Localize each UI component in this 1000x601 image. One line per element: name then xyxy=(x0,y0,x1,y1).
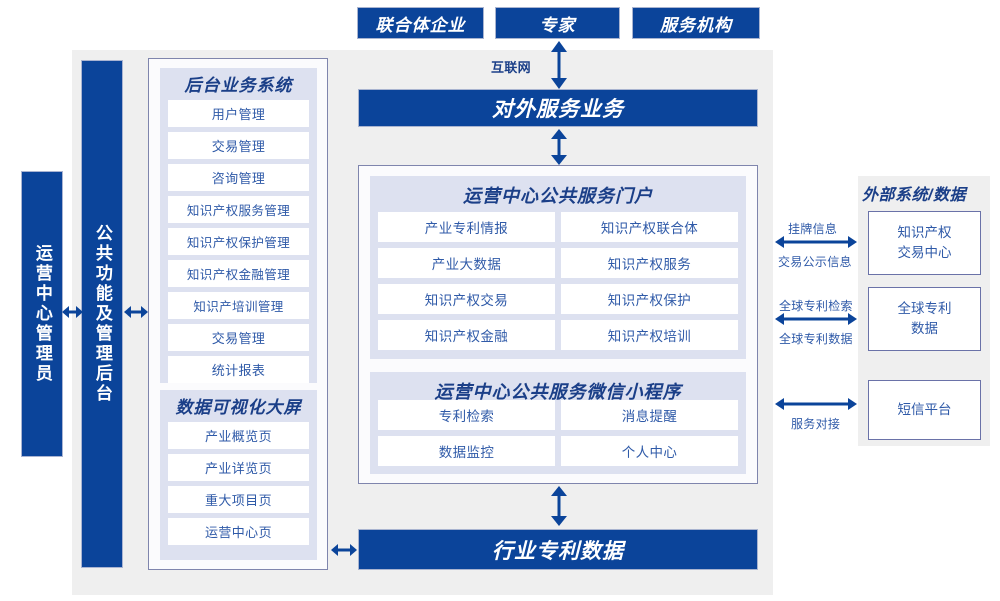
miniprogram-item-3[interactable]: 个人中心 xyxy=(561,436,738,466)
internet-arrow xyxy=(551,41,567,89)
external-connector-label-1-below: 全球专利数据 xyxy=(779,332,853,346)
portal-item-5[interactable]: 知识产权保护 xyxy=(561,284,738,314)
actor-label: 专家 xyxy=(539,15,576,35)
actor-label: 服务机构 xyxy=(660,15,732,35)
industry-patent-data-bar[interactable]: 行业专利数据 xyxy=(358,529,758,570)
backend-item-label: 统计报表 xyxy=(211,363,266,378)
portal-item-label: 知识产权服务 xyxy=(607,257,692,272)
portal-item-label: 产业专利情报 xyxy=(424,221,509,236)
internet-label: 互联网 xyxy=(491,60,531,75)
backend-item-6[interactable]: 知识产培训管理 xyxy=(168,292,309,319)
dataviz-item-label: 产业详览页 xyxy=(204,461,272,476)
external-box-line2: 数据 xyxy=(911,321,938,336)
actor-box-service-org[interactable]: 服务机构 xyxy=(632,7,760,39)
common-to-backend-arrow xyxy=(124,306,148,318)
backend-item-label: 用户管理 xyxy=(211,107,266,122)
backend-item-label: 交易管理 xyxy=(211,139,266,154)
operations-manager-bar[interactable]: 运营中心管理员 xyxy=(21,171,63,457)
backend-item-4[interactable]: 知识产权保护管理 xyxy=(168,228,309,255)
external-service-bar[interactable]: 对外服务业务 xyxy=(358,89,758,127)
external-box-line2: 交易中心 xyxy=(897,245,952,260)
backend-item-3[interactable]: 知识产权服务管理 xyxy=(168,196,309,223)
dataviz-item-label: 产业概览页 xyxy=(204,429,272,444)
external-box-line1: 全球专利 xyxy=(897,301,952,317)
actor-box-consortium[interactable]: 联合体企业 xyxy=(357,7,484,39)
manager-to-common-arrow xyxy=(62,306,83,318)
backend-item-1[interactable]: 交易管理 xyxy=(168,132,309,159)
service-to-portal-arrow xyxy=(551,129,567,165)
portal-item-label: 知识产权保护 xyxy=(607,293,692,308)
actor-box-expert[interactable]: 专家 xyxy=(495,7,620,39)
miniprogram-item-label: 专利检索 xyxy=(438,409,495,424)
backend-item-label: 知识产权服务管理 xyxy=(186,204,291,218)
portal-item-label: 知识产权金融 xyxy=(424,329,509,344)
external-connector-label-1-above: 全球专利检索 xyxy=(779,299,853,313)
dataviz-item-1[interactable]: 产业详览页 xyxy=(168,454,309,481)
operations-manager-label: 运营中心管理员 xyxy=(32,244,52,384)
external-connector-arrow-0 xyxy=(775,236,857,248)
backend-item-7[interactable]: 交易管理 xyxy=(168,324,309,351)
backend-item-label: 知识产权金融管理 xyxy=(186,268,291,282)
external-connector-label-0-above: 挂牌信息 xyxy=(788,222,838,236)
external-box-line1: 短信平台 xyxy=(897,402,952,418)
portal-item-label: 知识产权培训 xyxy=(607,329,692,344)
portal-item-4[interactable]: 知识产权交易 xyxy=(378,284,555,314)
portal-item-label: 产业大数据 xyxy=(431,257,502,272)
actor-label: 联合体企业 xyxy=(375,15,466,35)
external-service-label: 对外服务业务 xyxy=(492,98,624,121)
backend-item-label: 知识产培训管理 xyxy=(193,300,284,314)
external-systems-title: 外部系统/数据 xyxy=(862,187,966,204)
miniprogram-item-label: 数据监控 xyxy=(438,445,495,460)
external-connector-label-2-below: 服务对接 xyxy=(791,417,841,431)
external-box-ip-trading-center[interactable]: 知识产权 交易中心 xyxy=(868,211,981,275)
portal-to-industry-data-arrow xyxy=(551,486,567,526)
portal-item-label: 知识产权交易 xyxy=(424,293,509,308)
public-portal-title: 运营中心公共服务门户 xyxy=(463,186,653,206)
dataviz-item-3[interactable]: 运营中心页 xyxy=(168,518,309,545)
external-connector-arrow-2 xyxy=(775,398,857,410)
backend-to-industry-data-arrow xyxy=(331,544,357,556)
backend-item-8[interactable]: 统计报表 xyxy=(168,356,309,383)
dataviz-item-2[interactable]: 重大项目页 xyxy=(168,486,309,513)
miniprogram-item-2[interactable]: 数据监控 xyxy=(378,436,555,466)
backend-item-2[interactable]: 咨询管理 xyxy=(168,164,309,191)
backend-item-label: 交易管理 xyxy=(211,331,266,346)
external-connector-label-0-below: 交易公示信息 xyxy=(778,255,852,269)
dataviz-item-label: 运营中心页 xyxy=(204,525,272,540)
external-box-line1: 知识产权 xyxy=(897,225,952,241)
backend-system-title: 后台业务系统 xyxy=(184,76,293,95)
common-function-admin-bar[interactable]: 公共功能及管理后台 xyxy=(81,60,123,568)
external-box-global-patent-data[interactable]: 全球专利 数据 xyxy=(868,287,981,351)
portal-item-1[interactable]: 知识产权联合体 xyxy=(561,212,738,242)
external-connector-arrow-1 xyxy=(775,313,857,325)
portal-item-7[interactable]: 知识产权培训 xyxy=(561,320,738,350)
miniprogram-item-label: 个人中心 xyxy=(621,445,678,460)
backend-item-label: 知识产权保护管理 xyxy=(186,236,291,250)
portal-item-3[interactable]: 知识产权服务 xyxy=(561,248,738,278)
backend-item-0[interactable]: 用户管理 xyxy=(168,100,309,127)
miniprogram-item-1[interactable]: 消息提醒 xyxy=(561,400,738,430)
dataviz-item-0[interactable]: 产业概览页 xyxy=(168,422,309,449)
dataviz-item-label: 重大项目页 xyxy=(204,493,272,508)
portal-item-2[interactable]: 产业大数据 xyxy=(378,248,555,278)
portal-item-0[interactable]: 产业专利情报 xyxy=(378,212,555,242)
common-function-admin-label: 公共功能及管理后台 xyxy=(92,224,112,404)
data-visualization-title: 数据可视化大屏 xyxy=(175,398,302,417)
backend-item-5[interactable]: 知识产权金融管理 xyxy=(168,260,309,287)
miniprogram-item-label: 消息提醒 xyxy=(621,409,678,424)
external-box-sms-platform[interactable]: 短信平台 xyxy=(868,380,981,440)
portal-item-label: 知识产权联合体 xyxy=(600,221,699,236)
mini-program-title: 运营中心公共服务微信小程序 xyxy=(434,382,682,402)
backend-item-label: 咨询管理 xyxy=(211,171,266,186)
industry-patent-data-label: 行业专利数据 xyxy=(492,539,624,563)
portal-item-6[interactable]: 知识产权金融 xyxy=(378,320,555,350)
miniprogram-item-0[interactable]: 专利检索 xyxy=(378,400,555,430)
